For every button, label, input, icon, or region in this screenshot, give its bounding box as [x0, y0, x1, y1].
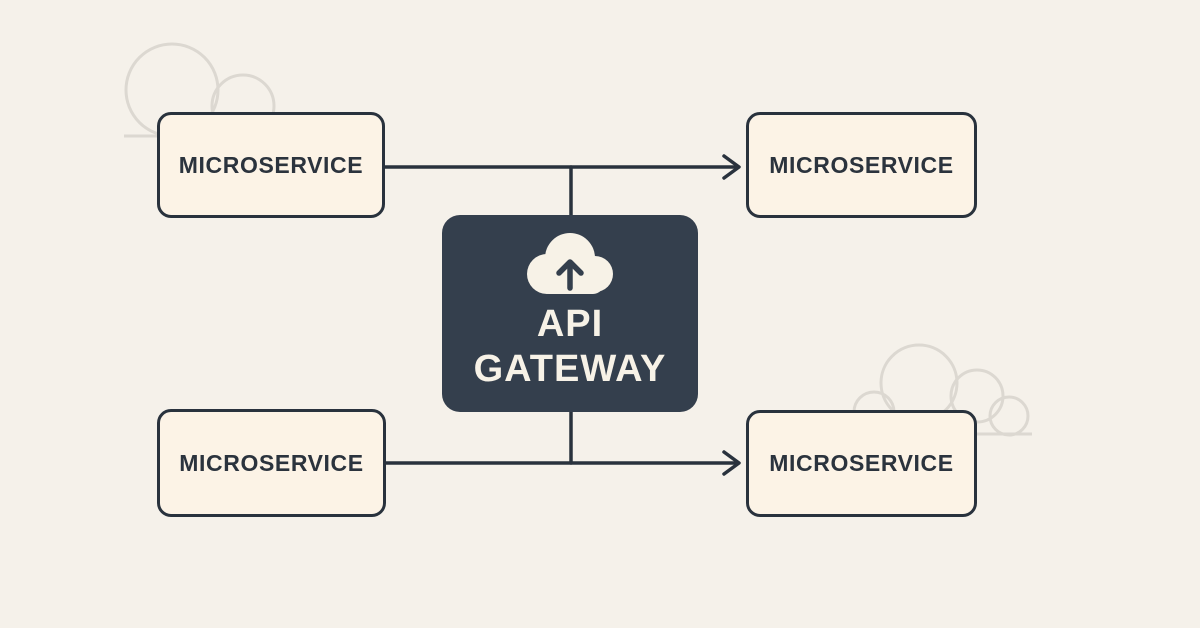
microservice-label: MICROSERVICE	[769, 450, 954, 476]
microservice-label: MICROSERVICE	[769, 151, 954, 178]
microservice-box-bottom-left: MICROSERVICE	[157, 409, 386, 517]
microservice-box-top-right: MICROSERVICE	[746, 112, 977, 218]
microservice-label: MICROSERVICE	[179, 449, 364, 476]
connector-lines	[383, 154, 741, 476]
microservice-box-top-left: MICROSERVICE	[157, 112, 385, 218]
cloud-upload-icon	[527, 233, 613, 294]
microservice-label: MICROSERVICE	[178, 151, 364, 178]
api-gateway-label: API GATEWAY	[474, 302, 667, 392]
api-gateway-box: API GATEWAY	[442, 215, 698, 412]
api-gateway-label-line2: GATEWAY	[473, 347, 667, 390]
upload-arrow-icon	[556, 259, 584, 291]
arrowhead-bottom-icon	[722, 450, 741, 476]
microservice-box-bottom-right: MICROSERVICE	[746, 410, 977, 517]
api-gateway-label-line1: API	[536, 303, 604, 345]
arrowhead-top-icon	[722, 154, 741, 180]
